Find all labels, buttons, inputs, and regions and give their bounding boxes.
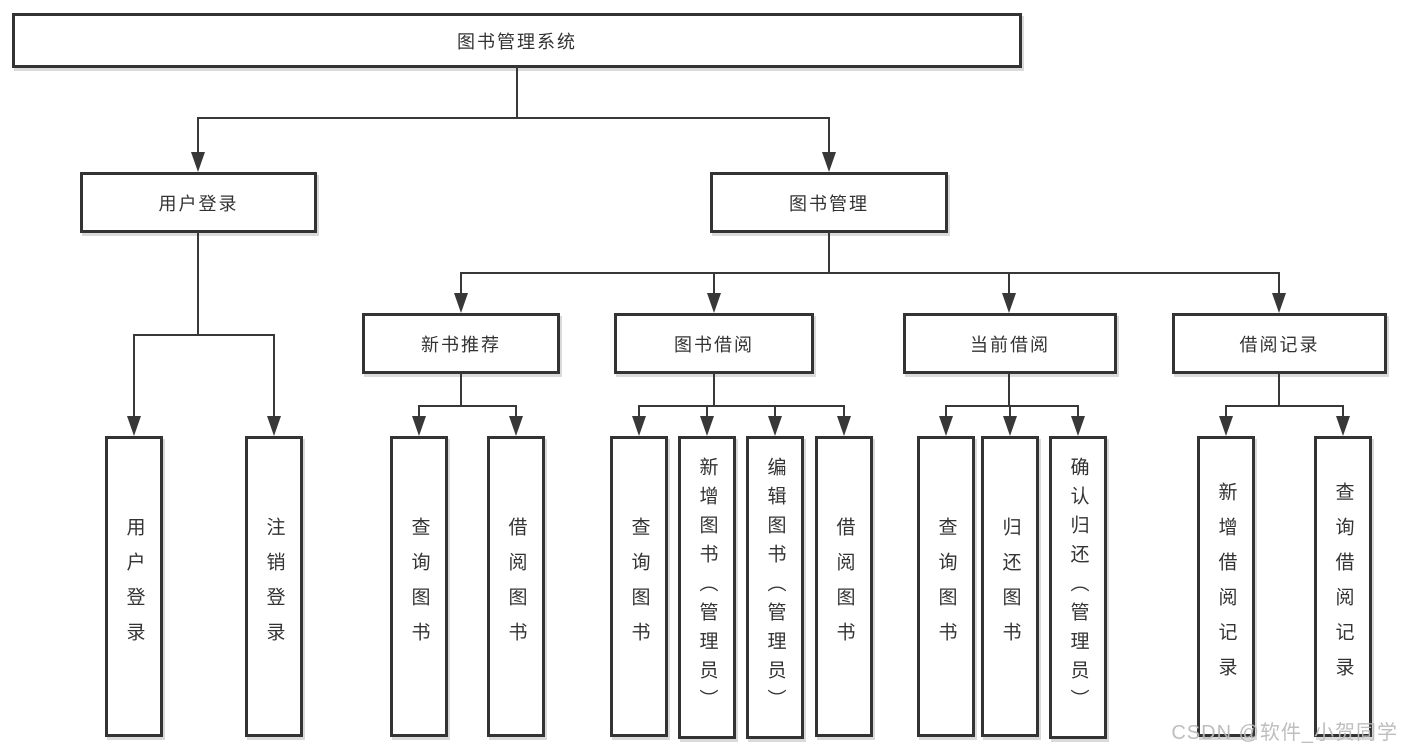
arrowhead-icon [191, 152, 205, 172]
arrowhead-icon [1272, 293, 1286, 313]
connector-stem [1077, 405, 1079, 418]
connector-stem [706, 405, 708, 418]
leaf-label: 查询借阅记录 [1332, 481, 1354, 692]
node-label: 新书推荐 [421, 334, 501, 355]
node-library-system: 图书管理系统 [12, 13, 1022, 68]
leaf-label: 确认归还（管理员） [1067, 457, 1089, 718]
leaf-label: 新增图书（管理员） [696, 457, 718, 718]
connector-stem [1008, 272, 1010, 296]
connector-rail [1225, 405, 1344, 407]
connector-bookmgmt-rail [460, 272, 1280, 274]
node-label: 当前借阅 [970, 334, 1050, 355]
leaf-add-book-admin: 新增图书（管理员） [678, 436, 736, 739]
connector-rail [945, 405, 1079, 407]
arrowhead-icon [768, 416, 782, 436]
connector-stem [460, 272, 462, 296]
node-user-login: 用户登录 [80, 172, 317, 233]
leaf-confirm-return-admin: 确认归还（管理员） [1049, 436, 1107, 739]
arrowhead-icon [1219, 416, 1233, 436]
arrowhead-icon [632, 416, 646, 436]
leaf-label: 编辑图书（管理员） [764, 457, 786, 718]
leaf-label: 查询图书 [408, 516, 430, 657]
connector-stub [460, 373, 462, 407]
connector-stem [197, 117, 199, 155]
connector-stem [133, 334, 135, 418]
connector-stem [1342, 405, 1344, 418]
csdn-watermark: CSDN @软件_小贺同学 [1171, 722, 1398, 744]
leaf-query-books-1: 查询图书 [390, 436, 448, 737]
arrowhead-icon [1003, 416, 1017, 436]
leaf-label: 用户登录 [123, 516, 145, 657]
leaf-label: 借阅图书 [505, 516, 527, 657]
connector-stem [273, 334, 275, 418]
node-new-book-recommend: 新书推荐 [362, 313, 560, 374]
node-current-borrow: 当前借阅 [903, 313, 1117, 374]
arrowhead-icon [454, 293, 468, 313]
connector-stem [828, 117, 830, 155]
leaf-query-books-3: 查询图书 [917, 436, 975, 737]
leaf-label: 注销登录 [263, 516, 285, 657]
connector-rail [638, 405, 845, 407]
connector-stub [713, 373, 715, 407]
arrowhead-icon [1336, 416, 1350, 436]
arrowhead-icon [509, 416, 523, 436]
node-book-management: 图书管理 [710, 172, 948, 233]
connector-root-stub [516, 66, 518, 119]
connector-stem [418, 405, 420, 418]
connector-stem [515, 405, 517, 418]
arrowhead-icon [939, 416, 953, 436]
arrowhead-icon [822, 152, 836, 172]
connector-stem [843, 405, 845, 418]
leaf-user-login: 用户登录 [105, 436, 163, 737]
node-book-borrow: 图书借阅 [614, 313, 814, 374]
node-label: 借阅记录 [1239, 334, 1320, 355]
connector-bookmgmt-stub [828, 232, 830, 274]
arrowhead-icon [1002, 293, 1016, 313]
leaf-edit-book-admin: 编辑图书（管理员） [746, 436, 804, 739]
connector-stub [1008, 373, 1010, 407]
node-label: 图书管理系统 [457, 31, 577, 52]
node-borrow-records: 借阅记录 [1172, 313, 1387, 374]
arrowhead-icon [707, 293, 721, 313]
leaf-label: 借阅图书 [833, 516, 855, 657]
connector-stem [1278, 272, 1280, 296]
connector-stem [1225, 405, 1227, 418]
connector-rail [418, 405, 517, 407]
connector-stem [1009, 405, 1011, 418]
node-label: 图书管理 [789, 193, 869, 214]
node-label: 用户登录 [158, 193, 239, 214]
arrowhead-icon [412, 416, 426, 436]
connector-stem [713, 272, 715, 296]
arrowhead-icon [837, 416, 851, 436]
node-label: 图书借阅 [674, 334, 754, 355]
connector-stem [638, 405, 640, 418]
leaf-query-borrow-record: 查询借阅记录 [1314, 436, 1372, 737]
leaf-query-books-2: 查询图书 [610, 436, 668, 737]
connector-userlogin-stub [197, 232, 199, 336]
leaf-add-borrow-record: 新增借阅记录 [1197, 436, 1255, 737]
leaf-return-books: 归还图书 [981, 436, 1039, 737]
arrowhead-icon [1071, 416, 1085, 436]
arrowhead-icon [127, 416, 141, 436]
arrowhead-icon [267, 416, 281, 436]
connector-userlogin-rail [133, 334, 275, 336]
leaf-borrow-books-1: 借阅图书 [487, 436, 545, 737]
connector-stem [774, 405, 776, 418]
leaf-label: 新增借阅记录 [1215, 481, 1237, 692]
connector-root-rail [197, 117, 830, 119]
arrowhead-icon [700, 416, 714, 436]
leaf-label: 查询图书 [935, 516, 957, 657]
leaf-logout: 注销登录 [245, 436, 303, 737]
leaf-label: 查询图书 [628, 516, 650, 657]
leaf-label: 归还图书 [999, 516, 1021, 657]
connector-stub [1278, 373, 1280, 407]
leaf-borrow-books-2: 借阅图书 [815, 436, 873, 737]
connector-stem [945, 405, 947, 418]
